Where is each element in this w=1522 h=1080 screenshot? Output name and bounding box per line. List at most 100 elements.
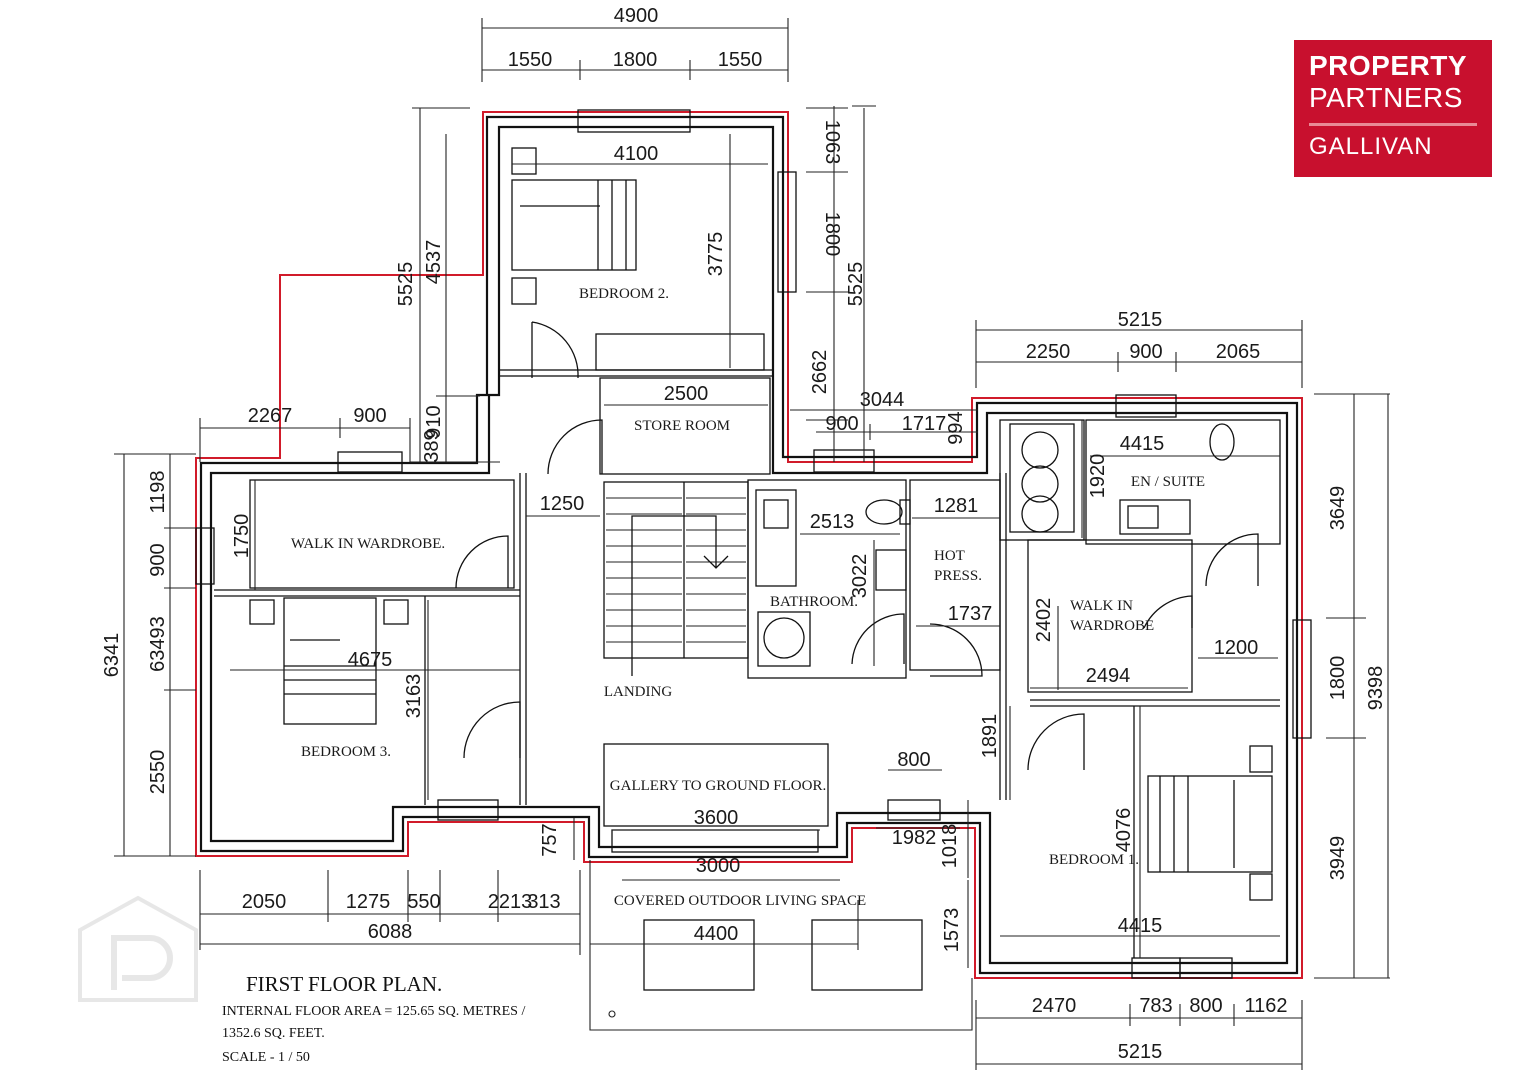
dim-313: 313 bbox=[527, 891, 560, 913]
dim-1800-right: 1800 bbox=[1327, 656, 1349, 701]
label-walk-in-right-1: WALK IN bbox=[1070, 598, 1133, 614]
label-bedroom-1: BEDROOM 1. bbox=[1049, 852, 1139, 868]
dim-1198: 1198 bbox=[147, 470, 169, 513]
label-walk-in-right-2: WARDROBE bbox=[1070, 618, 1154, 634]
dim-right-d: 2662 bbox=[809, 350, 831, 395]
door-swings bbox=[455, 321, 1259, 771]
dim-wardrobe2-depth: 2402 bbox=[1033, 598, 1055, 643]
label-gallery: GALLERY TO GROUND FLOOR. bbox=[610, 778, 826, 794]
dim-gallery-width: 3600 bbox=[694, 807, 739, 829]
dim-800-mid: 800 bbox=[897, 749, 930, 771]
dim-right-a: 1063 bbox=[821, 120, 843, 165]
interior-walls bbox=[214, 369, 1281, 958]
property-partners-logo: PROPERTY PARTNERS GALLIVAN bbox=[1294, 40, 1492, 177]
dim-1018: 1018 bbox=[939, 824, 961, 869]
dim-6088: 6088 bbox=[368, 921, 413, 943]
dim-bedroom2-width: 4100 bbox=[614, 143, 659, 165]
dim-east-c: 2065 bbox=[1216, 341, 1261, 363]
exterior-walls bbox=[199, 115, 1299, 975]
dim-right-b: 1800 bbox=[821, 212, 843, 257]
dim-wardrobe2-width: 2494 bbox=[1086, 665, 1131, 687]
dim-left-b: 4537 bbox=[423, 240, 445, 285]
dim-2470: 2470 bbox=[1032, 995, 1077, 1017]
dim-bedroom3-width: 4675 bbox=[348, 649, 393, 671]
dim-9398: 9398 bbox=[1365, 666, 1387, 711]
label-hot-press-1: HOT bbox=[934, 548, 965, 564]
dim-6341: 6341 bbox=[101, 633, 123, 678]
dim-bottom-total: 5215 bbox=[1118, 1041, 1163, 1063]
logo-line-3: GALLIVAN bbox=[1309, 133, 1433, 160]
dim-900-vert: 900 bbox=[147, 543, 169, 576]
dim-ensuite-width: 4415 bbox=[1120, 433, 1165, 455]
dim-left-a: 5525 bbox=[395, 262, 417, 307]
floor-area-line-2: 1352.6 SQ. FEET. bbox=[222, 1026, 325, 1041]
dim-900-left: 900 bbox=[353, 405, 386, 427]
dim-left-c: 910 bbox=[423, 405, 445, 438]
dim-bedroom2-depth: 3775 bbox=[705, 232, 727, 277]
label-bathroom: BATHROOM. bbox=[770, 594, 858, 610]
dim-top-a: 1550 bbox=[508, 49, 553, 71]
dim-994: 994 bbox=[945, 411, 967, 444]
dim-900-mid: 900 bbox=[825, 413, 858, 435]
dim-757: 757 bbox=[539, 823, 561, 856]
room-labels: BEDROOM 2. STORE ROOM WALK IN WARDROBE. … bbox=[291, 286, 1205, 909]
dim-3649: 3649 bbox=[1327, 486, 1349, 531]
dim-2550: 2550 bbox=[147, 750, 169, 795]
dim-1717: 1717 bbox=[902, 413, 947, 435]
scale-note: SCALE - 1 / 50 bbox=[222, 1050, 310, 1065]
dim-top-total: 4900 bbox=[614, 5, 659, 27]
dim-4400: 4400 bbox=[694, 923, 739, 945]
dim-2213: 2213 bbox=[488, 891, 533, 913]
dim-2050: 2050 bbox=[242, 891, 287, 913]
label-hot-press-2: PRESS. bbox=[934, 568, 982, 584]
dim-783: 783 bbox=[1139, 995, 1172, 1017]
dim-store-width: 2500 bbox=[664, 383, 709, 405]
dim-east-a: 2250 bbox=[1026, 341, 1071, 363]
dim-800-bottom: 800 bbox=[1189, 995, 1222, 1017]
floor-area-line-1: INTERNAL FLOOR AREA = 125.65 SQ. METRES … bbox=[222, 1004, 526, 1019]
dim-east-total: 5215 bbox=[1118, 309, 1163, 331]
dim-ensuite-depth: 1920 bbox=[1087, 454, 1109, 499]
dim-bedroom3-depth: 3163 bbox=[403, 674, 425, 719]
dim-top-b: 1800 bbox=[613, 49, 658, 71]
dim-top-c: 1550 bbox=[718, 49, 763, 71]
dim-1891: 1891 bbox=[979, 714, 1001, 759]
label-covered-outdoor: COVERED OUTDOOR LIVING SPACE bbox=[614, 893, 866, 909]
dimension-labels: 4900 1550 1800 1550 4100 3775 1063 1800 … bbox=[101, 5, 1387, 1063]
dim-1982: 1982 bbox=[892, 827, 937, 849]
dim-3949: 3949 bbox=[1327, 836, 1349, 881]
dim-1162: 1162 bbox=[1244, 995, 1287, 1017]
windows bbox=[195, 109, 1312, 979]
plan-title: FIRST FLOOR PLAN. bbox=[246, 972, 443, 996]
dim-3044: 3044 bbox=[860, 389, 905, 411]
dim-bathroom-width: 2513 bbox=[810, 511, 855, 533]
dim-1573: 1573 bbox=[941, 908, 963, 953]
label-en-suite: EN / SUITE bbox=[1131, 474, 1205, 490]
dim-landing-width: 1250 bbox=[540, 493, 585, 515]
dim-left-d: 389 bbox=[421, 429, 443, 462]
dimension-lines bbox=[114, 18, 1390, 1070]
label-walk-in-wardrobe-left: WALK IN WARDROBE. bbox=[291, 536, 445, 552]
furniture bbox=[249, 147, 1273, 991]
dim-overlap: 63493 bbox=[147, 616, 169, 672]
staircase bbox=[603, 481, 749, 676]
dim-hotpress-width: 1281 bbox=[934, 495, 979, 517]
dim-550: 550 bbox=[407, 891, 440, 913]
dim-bedroom1-width: 4415 bbox=[1118, 915, 1163, 937]
dim-1275: 1275 bbox=[346, 891, 391, 913]
post-marker bbox=[608, 1010, 616, 1018]
dim-right-c: 5525 bbox=[845, 262, 867, 307]
dim-bathroom-depth: 3022 bbox=[849, 554, 871, 599]
label-bedroom-2: BEDROOM 2. bbox=[579, 286, 669, 302]
dim-2267: 2267 bbox=[248, 405, 293, 427]
dim-covered-width: 3000 bbox=[696, 855, 741, 877]
dim-hotpress-depth: 1737 bbox=[948, 603, 993, 625]
logo-line-2: PARTNERS bbox=[1309, 82, 1463, 113]
dim-east-b: 900 bbox=[1129, 341, 1162, 363]
dim-wardrobe-depth: 1750 bbox=[231, 514, 253, 559]
dim-4076: 4076 bbox=[1113, 808, 1135, 853]
dim-1200: 1200 bbox=[1214, 637, 1259, 659]
logo-divider bbox=[1309, 123, 1477, 126]
